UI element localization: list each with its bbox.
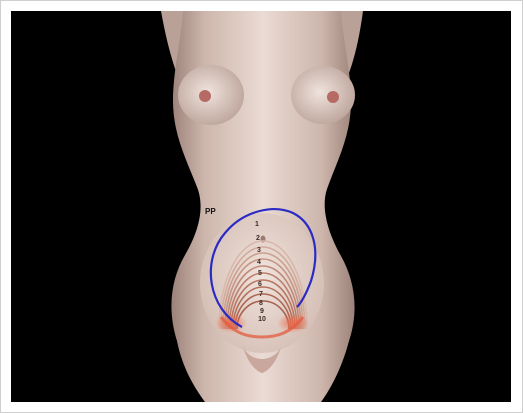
pp-label: PP — [205, 207, 216, 216]
ring-label-7: 7 — [259, 291, 263, 298]
left-breast — [178, 65, 244, 125]
right-breast — [291, 66, 355, 124]
abdomen — [200, 213, 324, 353]
ring-label-10: 10 — [258, 316, 266, 323]
ring-label-3: 3 — [257, 247, 261, 254]
right-red-glow — [277, 313, 309, 333]
illustration-panel: PP 1 2 3 4 5 6 7 8 9 10 — [11, 11, 511, 402]
ring-label-4: 4 — [257, 259, 261, 266]
ring-label-2: 2 — [256, 235, 260, 242]
ring-label-5: 5 — [258, 270, 262, 277]
ring-label-1: 1 — [255, 221, 259, 228]
torso-diagram: PP 1 2 3 4 5 6 7 8 9 10 — [11, 11, 511, 402]
ring-label-9: 9 — [260, 308, 264, 315]
ring-label-8: 8 — [259, 300, 263, 307]
ring-label-6: 6 — [258, 281, 262, 288]
right-nipple — [327, 91, 339, 103]
left-nipple — [199, 90, 211, 102]
left-red-glow — [215, 313, 247, 333]
